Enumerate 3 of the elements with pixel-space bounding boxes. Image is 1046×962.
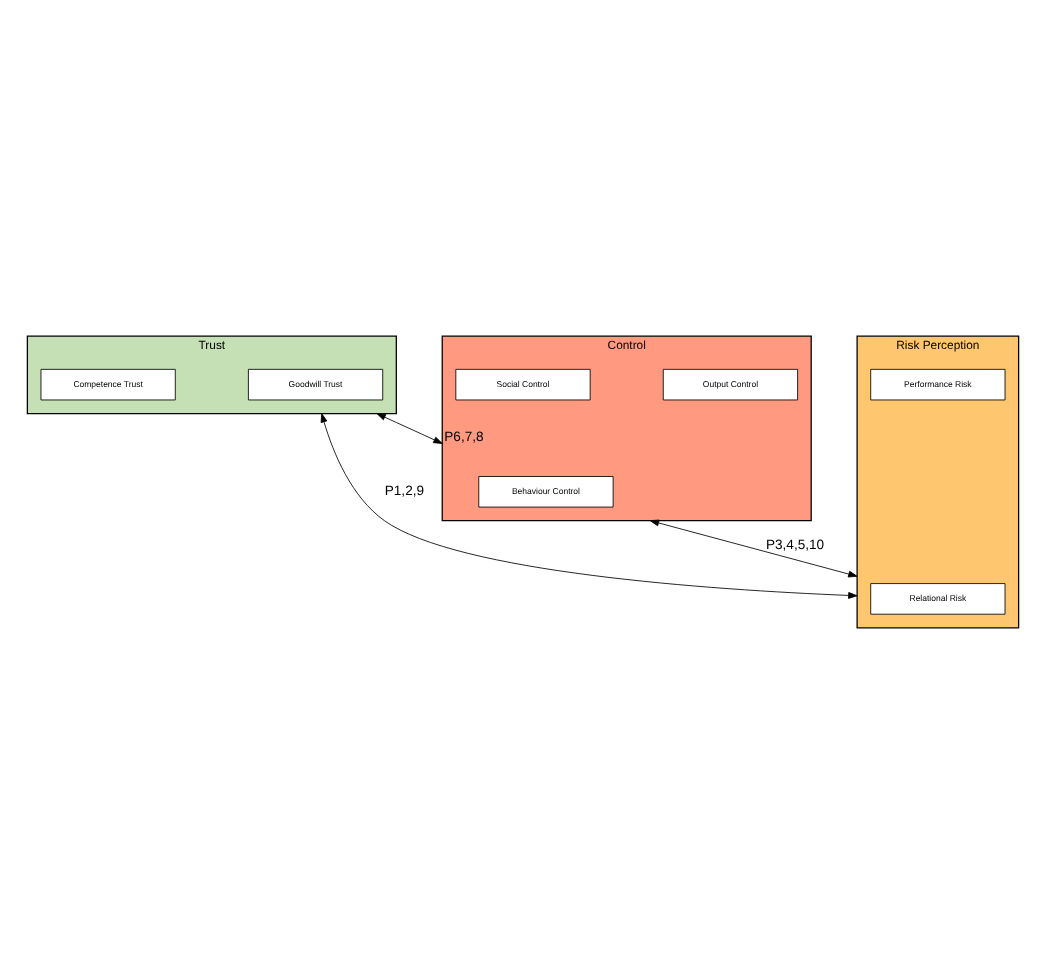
arrow (376, 412, 443, 443)
arrow (320, 412, 858, 598)
arrow (649, 518, 858, 577)
